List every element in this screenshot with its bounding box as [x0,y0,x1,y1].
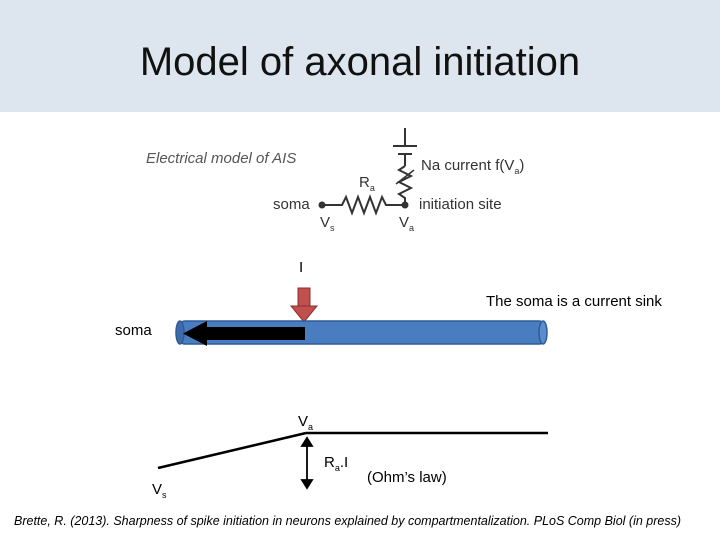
soma-current-arrow [183,321,305,346]
circuit-ra-label: Ra [359,174,375,193]
circuit-va-label: Va [399,214,415,233]
circuit-heading: Electrical model of AIS [146,150,297,167]
current-sink-text: The soma is a current sink [486,293,662,310]
battery-symbol [393,128,417,166]
ohm-law-label: (Ohm’s law) [367,469,447,486]
current-i-label: I [299,259,304,276]
circuit-initiation-label: initiation site [419,196,502,213]
na-current-label: Na current f(Va) [421,157,525,176]
voltage-profile [157,431,548,470]
ra-i-label: Ra.I [324,454,349,473]
circuit-soma-label: soma [273,196,310,213]
citation: Brette, R. (2013). Sharpness of spike in… [14,514,682,528]
title-band [0,0,720,112]
axial-resistor [322,194,405,216]
na-resistor-arrow [395,169,415,185]
circuit-vs-label: Vs [320,214,335,233]
current-arrow [289,287,319,323]
slide-title: Model of axonal initiation [139,40,581,84]
vs-label: Vs [152,481,167,500]
axon-soma-label: soma [115,322,152,339]
soma-node [318,201,326,209]
na-resistor [396,165,414,205]
va-label: Va [298,413,314,432]
voltage-drop-arrow [300,436,314,490]
initiation-node [401,201,409,209]
